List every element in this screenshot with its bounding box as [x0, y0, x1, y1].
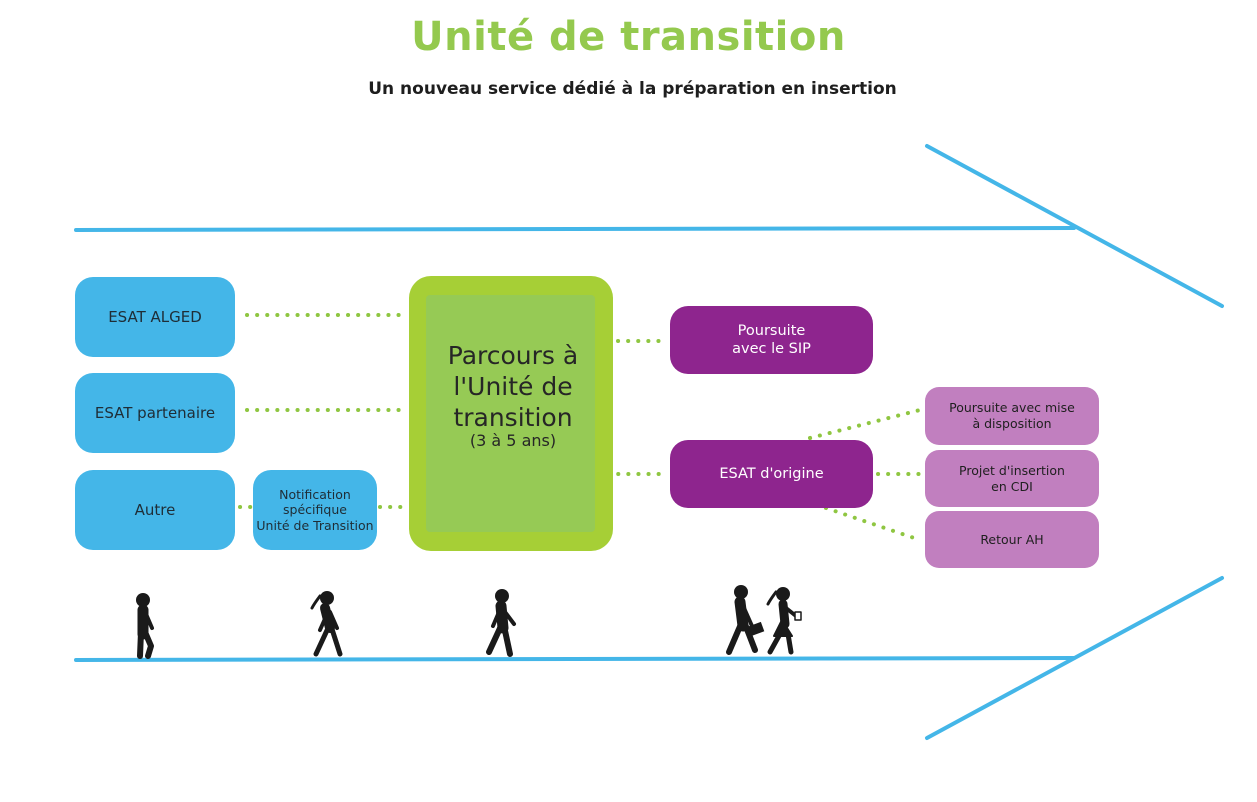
center-box-title: Parcours à l'Unité de transition [415, 340, 611, 433]
outcome-esat-origine: ESAT d'origine [670, 440, 873, 508]
arrow-bottom-line [74, 656, 1076, 662]
arrow-head-lower [925, 576, 1224, 740]
source-esat-alged: ESAT ALGED [75, 277, 235, 357]
center-box-duration: (3 à 5 ans) [469, 431, 557, 450]
arrow-top-line [74, 226, 1076, 232]
person-walking-with-phone-icon [766, 587, 802, 655]
suboutcome-mise-line-2: à disposition [972, 416, 1052, 431]
center-title-line-1: Parcours à [447, 341, 579, 370]
person-walking-icon-3 [486, 589, 516, 657]
center-title-line-3: transition [453, 403, 573, 432]
outcome-sip-line-2: avec le SIP [732, 341, 811, 357]
center-box [426, 295, 595, 532]
person-walking-icon-1 [136, 593, 154, 659]
source-autre: Autre [75, 470, 235, 550]
arrow-head-upper [925, 144, 1224, 308]
suboutcome-cdi-line-2: en CDI [991, 478, 1033, 494]
suboutcome-retour-ah-label: Retour AH [980, 531, 1044, 547]
person-walking-with-briefcase-icon [726, 585, 765, 655]
connector-esat-retour [824, 506, 922, 542]
source-esat-partenaire-label: ESAT partenaire [94, 403, 216, 422]
notification-line-3: Unité de Transition [256, 517, 374, 533]
suboutcome-retour-ah: Retour AH [925, 511, 1099, 568]
connector-esat-mise [808, 408, 922, 440]
person-walking-icon-2 [310, 591, 343, 657]
center-title-line-2: l'Unité de [453, 372, 573, 401]
suboutcome-mise-a-disposition: Poursuite avec mise à disposition [925, 387, 1099, 445]
outcome-poursuite-sip: Poursuite avec le SIP [670, 306, 873, 374]
notification-line-2: spécifique [283, 502, 347, 518]
source-esat-partenaire: ESAT partenaire [75, 373, 235, 453]
suboutcome-mise-line-1: Poursuite avec mise [949, 400, 1075, 416]
outcome-esat-origine-label: ESAT d'origine [719, 465, 824, 482]
source-esat-alged-label: ESAT ALGED [108, 307, 202, 326]
suboutcome-cdi-line-1: Projet d'insertion [959, 462, 1065, 478]
outcome-sip-line-1: Poursuite [737, 322, 806, 339]
source-autre-label: Autre [134, 500, 176, 519]
notification-box: Notification spécifique Unité de Transit… [253, 470, 377, 550]
diagram-title: Unité de transition [411, 14, 846, 60]
notification-line-1: Notification [279, 486, 351, 502]
suboutcome-projet-cdi: Projet d'insertion en CDI [925, 450, 1099, 507]
diagram-subtitle: Un nouveau service dédié à la préparatio… [368, 79, 897, 99]
